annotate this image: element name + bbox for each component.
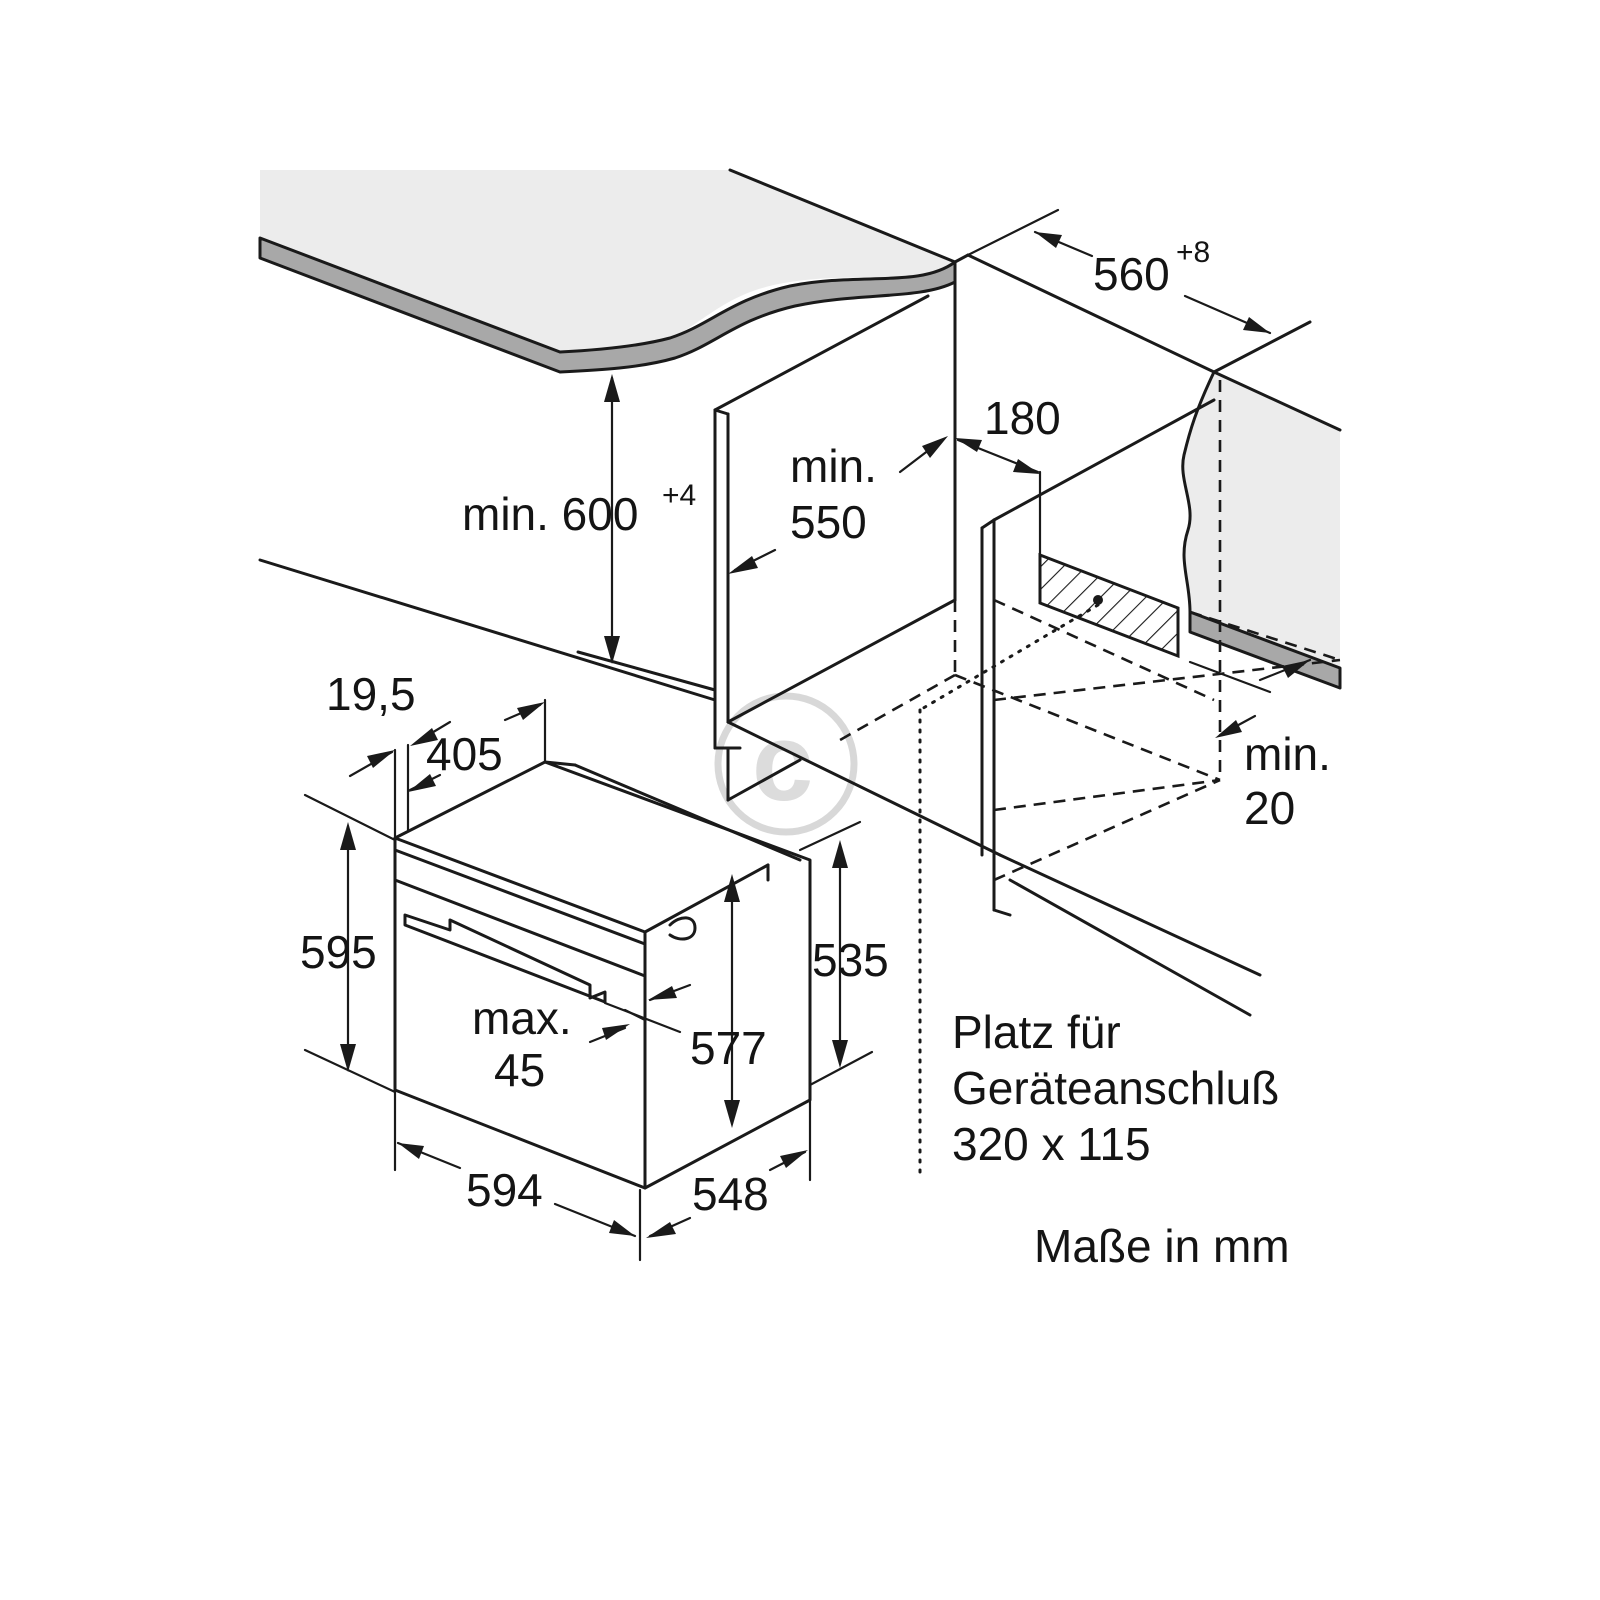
note-line2: Geräteanschluß bbox=[952, 1062, 1279, 1114]
connection-note: Platz für Geräteanschluß 320 x 115 Maße … bbox=[952, 1006, 1290, 1272]
watermark: c bbox=[714, 692, 858, 836]
label-min20-line2: 20 bbox=[1244, 782, 1295, 834]
label-max45-line1: max. bbox=[472, 992, 572, 1044]
oven bbox=[393, 760, 812, 1190]
niche-lines bbox=[258, 253, 1262, 1017]
label-577: 577 bbox=[690, 1022, 767, 1074]
note-line3: 320 x 115 bbox=[952, 1118, 1151, 1170]
label-560-tolerance: +8 bbox=[1176, 236, 1210, 269]
dimension-lines bbox=[303, 208, 1312, 1262]
label-max45-line2: 45 bbox=[494, 1044, 545, 1096]
label-550-line2: 550 bbox=[790, 496, 867, 548]
worktop-left bbox=[258, 168, 957, 374]
worktop-right bbox=[1181, 320, 1342, 690]
dimension-labels: 560 +8 min. 600 +4 min. 550 180 min. 20 … bbox=[300, 236, 1331, 1220]
socket-area bbox=[918, 552, 1180, 1177]
label-548: 548 bbox=[692, 1168, 769, 1220]
label-535: 535 bbox=[812, 934, 889, 986]
label-405: 405 bbox=[426, 728, 503, 780]
note-line1: Platz für bbox=[952, 1006, 1121, 1058]
label-550-line1: min. bbox=[790, 440, 877, 492]
label-600-tolerance: +4 bbox=[662, 479, 696, 512]
label-min20-line1: min. bbox=[1244, 728, 1331, 780]
label-19-5: 19,5 bbox=[326, 668, 416, 720]
label-180: 180 bbox=[984, 392, 1061, 444]
watermark-letter: c bbox=[752, 701, 813, 824]
label-560: 560 bbox=[1093, 248, 1170, 300]
label-600: min. 600 bbox=[462, 488, 638, 540]
units-note: Maße in mm bbox=[1034, 1220, 1290, 1272]
label-595: 595 bbox=[300, 926, 377, 978]
label-594: 594 bbox=[466, 1164, 543, 1216]
